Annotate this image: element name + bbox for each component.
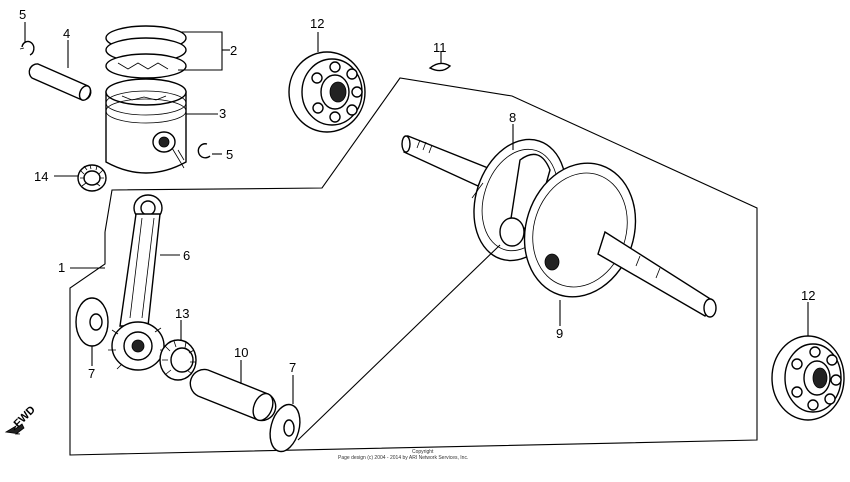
callout-12-bottom-bearing: 12 (801, 288, 815, 303)
leader-lines (24, 22, 809, 441)
woodruff-key (428, 62, 452, 72)
piston-pin (28, 63, 92, 101)
callout-5-right-clip: 5 (226, 147, 233, 162)
callout-4-piston-pin: 4 (63, 26, 70, 41)
forward-arrow-icon (4, 423, 25, 435)
callout-3-piston: 3 (219, 106, 226, 121)
callout-5-top-clip: 5 (19, 7, 26, 22)
connecting-rod (108, 194, 168, 371)
thrust-washer-right (269, 403, 301, 453)
assembly-group-outline (69, 77, 758, 456)
forward-direction-indicator: FWD (4, 404, 38, 435)
callout-6-connecting-rod: 6 (183, 248, 190, 263)
piston-pin-clip-top (19, 40, 35, 56)
crankshaft-bearing-top (288, 51, 366, 133)
big-end-bearing (159, 339, 197, 381)
piston (105, 78, 187, 174)
callout-10-crank-pin: 10 (234, 345, 248, 360)
crankshaft-assembly (401, 135, 717, 318)
callout-2-piston-rings: 2 (230, 43, 237, 58)
forward-label: FWD (12, 404, 38, 430)
copyright-line-2: Page design (c) 2004 - 2014 by ARI Netwo… (338, 455, 468, 461)
callout-7-left-washer: 7 (88, 366, 95, 381)
callout-11-woodruff-key: 11 (433, 40, 447, 55)
thrust-washer-left (75, 297, 109, 347)
crank-pin (189, 368, 277, 422)
callout-13-big-end-bearing: 13 (175, 306, 189, 321)
callout-9-crankshaft-right: 9 (556, 326, 563, 341)
crankshaft-bearing-bottom (771, 335, 845, 421)
piston-pin-clip-right (197, 143, 211, 159)
callout-7-right-washer: 7 (289, 360, 296, 375)
copyright-line-1: Copyright (412, 449, 434, 455)
small-end-bearing (77, 164, 107, 192)
callout-8-crankshaft-left: 8 (509, 110, 516, 125)
callout-14-small-end-bearing: 14 (34, 169, 48, 184)
piston-rings (105, 25, 187, 79)
callout-12-top-bearing: 12 (310, 16, 324, 31)
callout-1-assembly: 1 (58, 260, 65, 275)
